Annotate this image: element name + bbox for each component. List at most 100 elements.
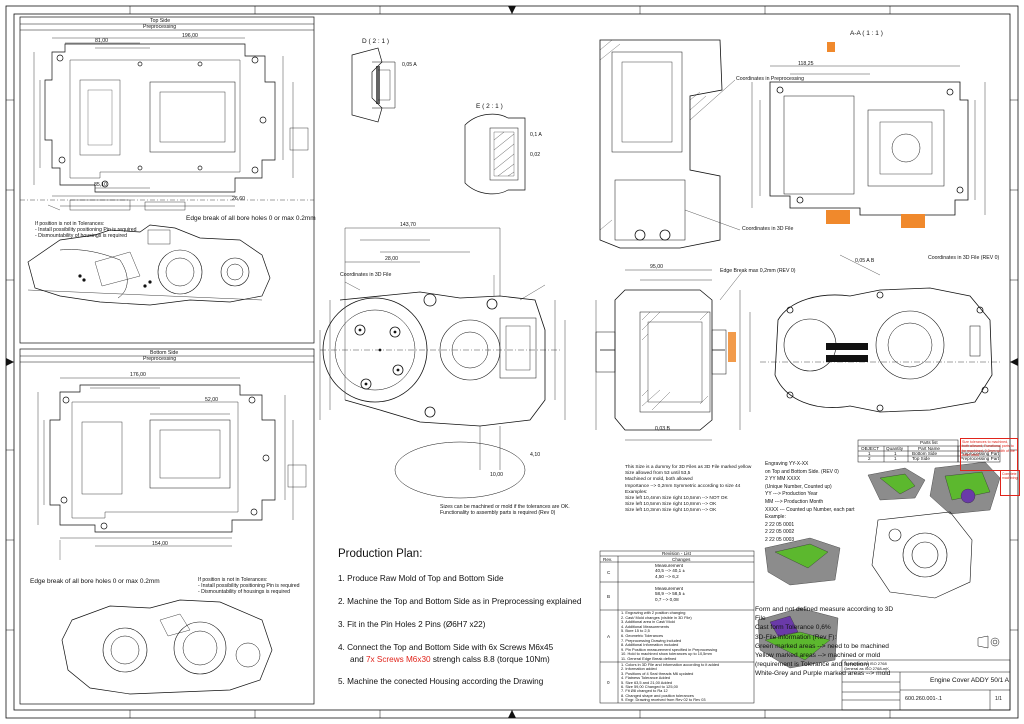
parts-extra-header: Preprocessing Part: [960, 451, 1000, 456]
orange-marker-3: [827, 42, 835, 52]
edge-break-top: Edge break of all bore holes 0 or max 0.…: [186, 215, 316, 222]
parts-header-name: Part Name: [918, 446, 940, 451]
top-panel-title: Top Side: [150, 18, 171, 24]
plan-step-number: 2.: [338, 597, 345, 606]
detail-d: [351, 47, 396, 123]
section-aa-view: [769, 81, 969, 216]
parts-list-title: Parts list: [920, 440, 938, 445]
edge-break-note: Edge Break max 0,2mm (REV 0): [720, 268, 796, 274]
red-callout-box-2: Complete machining: [1000, 470, 1020, 496]
projection-symbol: [977, 635, 1000, 649]
title-block-sheet: 1/1: [995, 696, 1002, 702]
title-block-tolerances: Tolerances as ISO 2768 General as ISO 27…: [844, 661, 889, 671]
dim-196: 196,00: [182, 33, 198, 39]
revision-row-rev: 0: [607, 680, 610, 685]
info-line: Size left 10,4mm Size right 10,5mm --> N…: [625, 496, 728, 502]
top-panel-subtitle: Preprocessing: [143, 24, 177, 30]
orange-marker-1: [826, 210, 850, 224]
view-aa-label: A-A ( 1 : 1 ): [850, 30, 883, 37]
coords-preprocessing: Coordinates in Preprocessing: [736, 76, 805, 82]
engraving-block: Engraving YY-X-XX on Top and Bottom Side…: [765, 461, 855, 545]
parts-row-object: 2: [868, 456, 871, 461]
info-line: Size left 10,3mm Size right 10,5mm --> O…: [625, 508, 717, 514]
parts-row-qty: 1: [894, 451, 897, 456]
engraving-line: 2 22 05 0001: [765, 521, 795, 528]
yellow-zone: [728, 332, 736, 362]
plan-step-text: Machine the conected Housing according t…: [347, 677, 544, 686]
revision-row-rev: B: [607, 594, 611, 599]
parts-row-name: Bottom Side: [912, 451, 938, 456]
top-iso-pin-holes: [78, 274, 152, 288]
dim-118: 118,25: [798, 61, 814, 67]
production-plan-title: Production Plan:: [338, 548, 423, 560]
detail-e: [464, 113, 526, 195]
engraving-line: on Top and Bottom Side. (REV 0): [765, 468, 839, 475]
callout-c1: 0,05 A: [402, 62, 417, 68]
engraving-line: (Unique Number, Counted up): [765, 483, 832, 490]
plan-step-number: 3.: [338, 620, 345, 629]
red-callout-box: Size tolerances to machined, both allowe…: [960, 438, 1018, 471]
plan-step-text: Fit in the Pin Holes 2 Pins (Ø6H7 x22): [347, 620, 486, 629]
info-line: Importance --> 0,2mm Symmetric according…: [625, 483, 741, 489]
plan-step-text: and: [350, 655, 366, 664]
dim-154: 154,00: [152, 541, 168, 547]
upper-section-hatch: [599, 39, 707, 231]
top-side-iso-view: [27, 224, 271, 306]
engraving-plate-1: [826, 343, 868, 350]
dim-176: 176,00: [130, 372, 146, 378]
parts-row-object: 1: [868, 451, 871, 456]
plan-step-text: Produce Raw Mold of Top and Bottom Side: [347, 574, 504, 583]
callout-c2: 0,1 A: [530, 132, 542, 138]
plan-step-number: 5.: [338, 677, 345, 686]
plan-step-1: 1. Produce Raw Mold of Top and Bottom Si…: [338, 574, 504, 583]
info-line: Machined or mold, both allowed: [625, 477, 693, 483]
bottom-note-2: - Install possibility positioning Pin is…: [198, 583, 300, 589]
callout-c3: 0,02: [530, 152, 541, 158]
note-line: White-Grey and Purple marked areas --> m…: [755, 670, 891, 678]
engraving-line: Example:: [765, 514, 786, 521]
coords-3d-1: Coordinates in 3D File: [340, 272, 392, 278]
section-hatch: [641, 311, 709, 411]
dim-52: 52,00: [205, 397, 218, 403]
plan-step-4: 4. Connect the Top and Bottom Side with …: [338, 643, 553, 652]
coords-3d-rev: Coordinates in 3D File (REV 0): [928, 255, 1000, 261]
info-line: This Size is a dummy for 3D Files as 3D …: [625, 465, 752, 470]
engraving-line: 2 22 05 0002: [765, 529, 795, 536]
title-block-title: Engine Cover ADDY 50/1 A: [930, 677, 1010, 684]
plan-step-4-cont: and 7x Screws M6x30 strengh calss 8.8 (t…: [350, 655, 550, 664]
section-dimensions: [595, 269, 751, 441]
right-housing-view: [774, 287, 993, 413]
engraving-line: 2 YY MM XXXX: [765, 476, 801, 483]
top-side-panel: [19, 16, 315, 344]
revision-row-text: Measurement 40,5 --> 40,1 ± 4,50 --> 6,2: [655, 563, 685, 579]
section-aa-dimensions: [751, 65, 986, 215]
plan-step-2: 2. Machine the Top and Bottom Side as in…: [338, 597, 581, 606]
bottom-side-plan-view: [49, 384, 276, 533]
revision-table: [599, 550, 755, 704]
plan-step-5: 5. Machine the conected Housing accordin…: [338, 677, 543, 686]
leader-lines: [47, 79, 881, 560]
parts-header-quantity: Quantity: [886, 446, 904, 451]
revision-table-title: Revision - List: [662, 551, 691, 556]
revision-row-rev: A: [607, 634, 611, 639]
revision-row-text: 1. Colors in 3D File and information acc…: [621, 662, 720, 703]
revision-header-changes: Changes: [672, 557, 691, 562]
engraving-line: MM ---> Production Month: [765, 498, 824, 505]
render-top-right: [867, 461, 1001, 515]
engraving-line: 2 22 05 0003: [765, 536, 795, 543]
parts-extra-row: Preprocessing Part: [960, 456, 1000, 461]
note-line: Yellow marked areas --> machined or mold: [755, 652, 881, 660]
view-d-label: D ( 2 : 1 ): [362, 38, 390, 45]
top-note-3: - Dismountability of housings is require…: [35, 233, 127, 239]
material-notes: Form and not defined measure according t…: [755, 605, 893, 679]
plan-step-number: 1.: [338, 574, 345, 583]
detail-d-hatch: [376, 66, 380, 104]
dim-28: 28,00: [385, 256, 398, 262]
scale-note-ellipse: [394, 441, 526, 499]
top-side-plan-view: [44, 43, 276, 193]
engraving-line: YY ---> Production Year: [765, 491, 818, 498]
render-bottom-right: [757, 607, 839, 669]
upper-section-view: [599, 39, 723, 249]
